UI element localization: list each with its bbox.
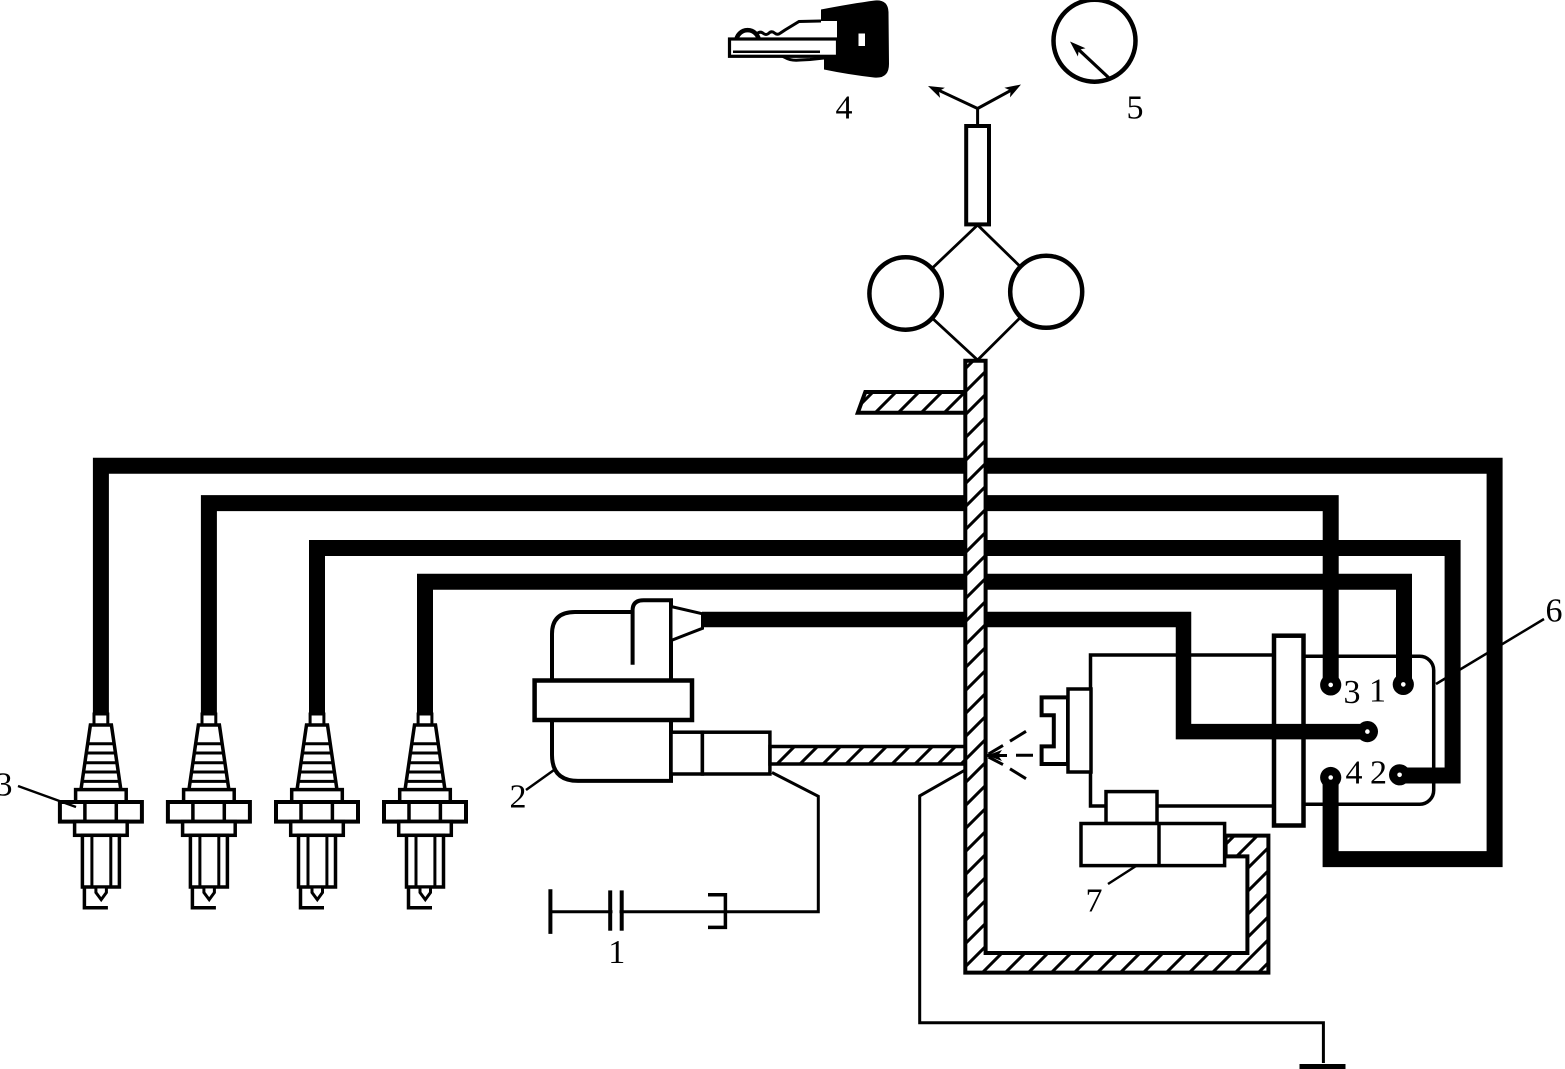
- svg-text:4: 4: [836, 89, 853, 126]
- svg-text:3: 3: [1344, 674, 1361, 711]
- svg-text:4: 4: [1346, 754, 1363, 791]
- svg-text:6: 6: [1546, 592, 1563, 629]
- svg-text:3: 3: [0, 766, 13, 803]
- svg-text:2: 2: [1370, 754, 1387, 791]
- svg-text:7: 7: [1086, 882, 1103, 919]
- svg-text:1: 1: [1369, 672, 1386, 709]
- svg-text:2: 2: [510, 778, 527, 815]
- svg-text:1: 1: [608, 934, 625, 971]
- svg-text:5: 5: [1127, 89, 1144, 126]
